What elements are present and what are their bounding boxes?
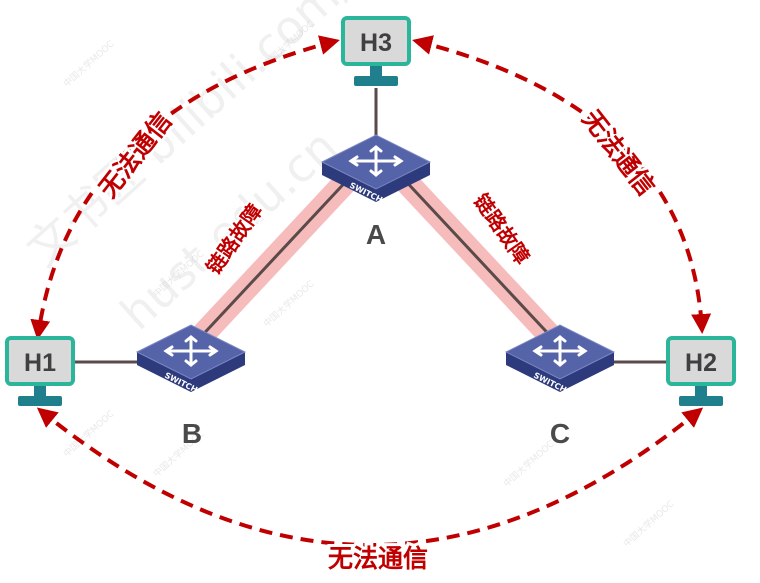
switch-a-label: A — [366, 219, 386, 250]
host-h1: H1 — [5, 336, 75, 406]
host-h2-stand — [695, 386, 707, 396]
host-h1-screen — [5, 336, 75, 386]
host-h1-label: H1 — [24, 349, 56, 377]
host-h2-screen — [666, 336, 736, 386]
no-comm-label-h3-h2: 无法通信 — [576, 104, 660, 201]
switch-b-side — [137, 352, 245, 392]
host-h2: H2 — [666, 336, 736, 406]
switch-a-side — [322, 162, 430, 202]
switch-b: SWITCH — [135, 324, 247, 395]
no-comm-label-h1-h2: 无法通信 — [328, 544, 428, 573]
host-h3-label: H3 — [360, 29, 392, 57]
host-h3-stand — [370, 66, 382, 76]
no-comm-label-h3-h1: 无法通信 — [93, 106, 177, 203]
host-h2-label: H2 — [685, 349, 717, 377]
host-h3-screen — [341, 16, 411, 66]
switch-c-arrows-icon — [532, 335, 588, 367]
host-h2-base — [679, 396, 723, 406]
host-h3: H3 — [341, 16, 411, 86]
switch-c-label: C — [550, 418, 570, 449]
host-h1-stand — [34, 386, 46, 396]
arrow-h3-h1 — [30, 35, 340, 340]
switch-c-side — [506, 352, 614, 392]
arrow-h1-h2 — [36, 407, 704, 547]
host-h1-base — [18, 396, 62, 406]
arrow-h3-h2 — [412, 35, 712, 334]
switch-b-label: B — [182, 418, 202, 449]
switch-a: SWITCH — [320, 134, 432, 205]
switch-a-arrows-icon — [348, 145, 404, 177]
host-h3-base — [354, 76, 398, 86]
switch-c: SWITCH — [504, 324, 616, 395]
switch-b-arrows-icon — [163, 335, 219, 367]
